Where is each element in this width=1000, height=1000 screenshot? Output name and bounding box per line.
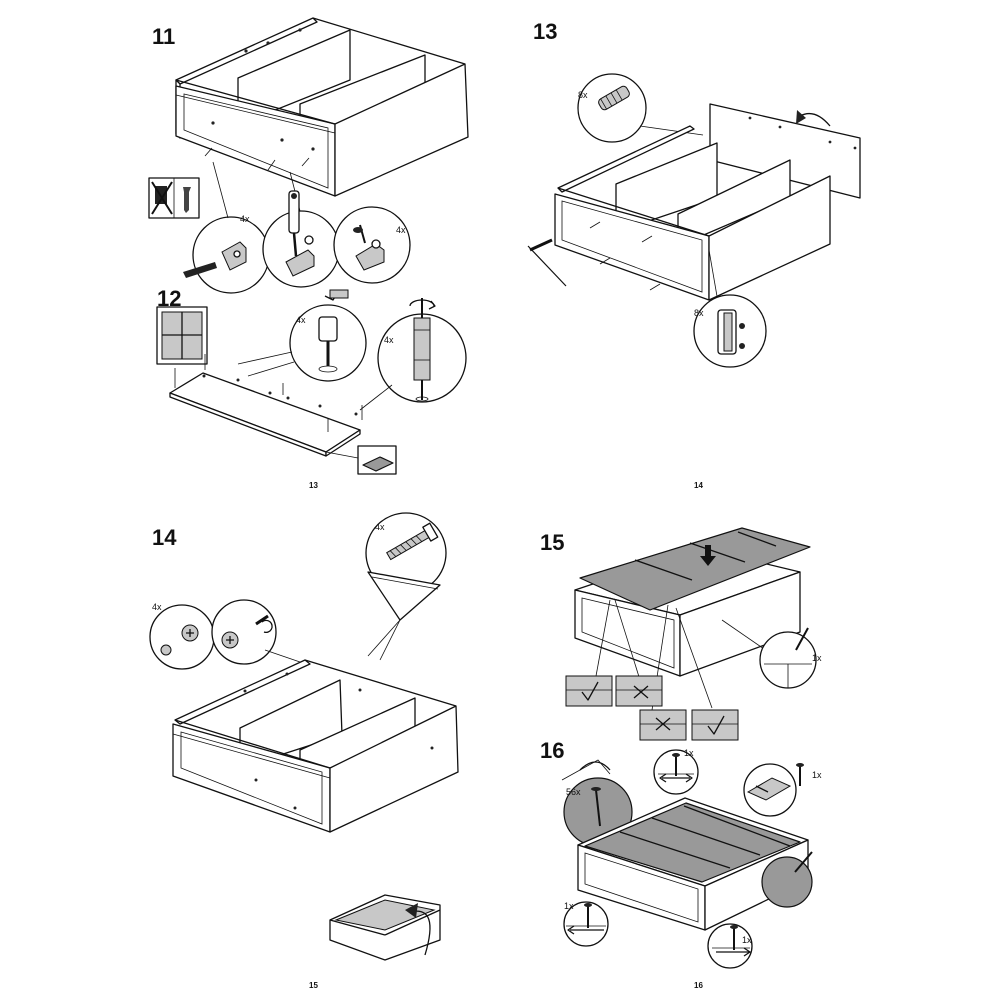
step-15-check-tiles: [565, 675, 739, 741]
step-15-detail-nail: [759, 627, 817, 689]
step-13-detail-clip: [693, 294, 767, 368]
step-12-edge-detail: [325, 445, 397, 475]
step-15-number: 15: [540, 530, 565, 555]
step-12-qty-dowels: 4x: [296, 315, 306, 325]
step-13-qty-clips: 8x: [694, 308, 704, 318]
step-16-detail-nail-c: [563, 901, 609, 947]
cross-icon: [633, 685, 649, 699]
step-16-detail-nail-a: [653, 749, 699, 795]
step-12-qty-cam-bolts: 4x: [384, 335, 394, 345]
check-icon: [707, 715, 725, 735]
step-16-detail-corner-right: [761, 851, 813, 908]
step-11-qty-b: 4x: [396, 225, 406, 235]
step-11-cabinet: [175, 17, 469, 197]
step-16-qty-nail-d: 1x: [742, 935, 752, 945]
step-13-detail-dowel: [577, 73, 704, 143]
push-down-arrow-icon: [700, 545, 716, 566]
step-15-qty-nail: 1x: [812, 653, 822, 663]
step-14-qty-camlocks: 4x: [152, 602, 162, 612]
step-14-qty-screws: 4x: [375, 522, 385, 532]
step-12-thumbnail-frame: [156, 306, 208, 365]
step-16-detail-nail-d: [707, 923, 753, 969]
page-number-16: 16: [694, 981, 703, 990]
step-13-back-panel: [709, 103, 861, 199]
step-15-thumbnail-box: [329, 894, 441, 961]
rotate-arrow-icon: [799, 112, 831, 127]
step-16-qty-nail-c: 1x: [564, 901, 574, 911]
step-11-detail-brackets: [183, 161, 411, 294]
step-13-qty-dowels: 8x: [578, 90, 588, 100]
step-16-qty-nail-a: 1x: [684, 748, 694, 758]
step-15-cabinet: [574, 527, 811, 711]
page-number-13: 13: [309, 481, 318, 490]
step-14-number: 14: [152, 525, 177, 550]
step-12-detail-dowel: [237, 289, 367, 382]
step-16-detail-nail-b: [743, 763, 804, 817]
page-number-15: 15: [309, 981, 318, 990]
step-13-number: 13: [533, 19, 558, 44]
step-12-detail-cam-bolt: [359, 298, 467, 411]
check-icon: [581, 681, 599, 701]
hammer-icon: [329, 289, 349, 299]
step-14-detail-screw: [365, 512, 447, 661]
no-electric-drill-icon: [148, 177, 200, 219]
step-16-qty-nail-b: 1x: [812, 770, 822, 780]
page-number-14: 14: [694, 481, 703, 490]
step-16-qty-nails-total: 56x: [566, 787, 581, 797]
cross-icon: [655, 717, 671, 731]
step-14-cabinet: [172, 659, 459, 833]
step-11-qty-a: 4x: [240, 214, 250, 224]
step-11-number: 11: [152, 24, 176, 49]
step-14-detail-camlocks: [149, 599, 301, 670]
step-12-panel: [169, 354, 363, 457]
step-16-number: 16: [540, 738, 565, 763]
step-13-cabinet: [527, 125, 831, 303]
